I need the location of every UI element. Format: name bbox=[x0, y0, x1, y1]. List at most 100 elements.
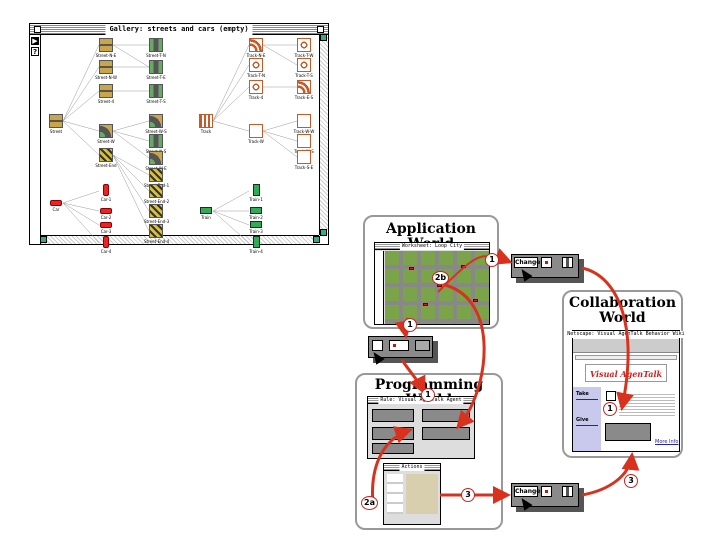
gallery-item[interactable]: Street-W bbox=[94, 124, 118, 144]
car-agent[interactable] bbox=[473, 299, 478, 302]
gallery-item[interactable]: Car-4 bbox=[94, 236, 118, 254]
gallery-item-label: Track-N-E bbox=[246, 53, 266, 58]
car-icon bbox=[50, 200, 62, 206]
step-bubble-1: 1 bbox=[485, 253, 499, 267]
gallery-item[interactable]: Street-T-N bbox=[144, 38, 168, 58]
scroll-down-icon[interactable] bbox=[320, 229, 327, 236]
fan-icon bbox=[249, 124, 263, 138]
take-links[interactable] bbox=[576, 399, 598, 409]
city-map[interactable] bbox=[385, 251, 489, 324]
shared-rule-thumbnail[interactable] bbox=[605, 423, 651, 441]
gallery-item[interactable]: Street-End-4 bbox=[144, 224, 169, 244]
rule-window-title: Rule: Visual AgenTalk Agent bbox=[378, 397, 464, 404]
gallery-item[interactable]: Street-T-E bbox=[144, 60, 168, 80]
gallery-link-line bbox=[112, 120, 150, 132]
actions-window-title: Actions bbox=[399, 464, 425, 471]
gallery-item[interactable]: Track-N-E bbox=[244, 38, 268, 58]
change-from-icon bbox=[541, 257, 552, 268]
gallery-item[interactable]: Street-T-S bbox=[144, 84, 168, 104]
gallery-item[interactable]: Track-E-S bbox=[292, 80, 316, 100]
gallery-item[interactable]: Car-2 bbox=[94, 204, 118, 220]
gallery-item[interactable]: Train-2 bbox=[244, 204, 268, 220]
dead-icon bbox=[149, 168, 163, 182]
change-action-top[interactable]: Change bbox=[511, 254, 579, 278]
gallery-item[interactable]: Car bbox=[44, 196, 68, 212]
actions-window-titlebar[interactable]: Actions bbox=[384, 464, 440, 471]
give-links[interactable] bbox=[576, 425, 598, 435]
worksheet-tool-palette[interactable] bbox=[375, 251, 384, 324]
horizontal-scrollbar[interactable] bbox=[40, 235, 320, 244]
gallery-item-label: Car-2 bbox=[100, 215, 112, 220]
gallery-item-label: Street-W bbox=[97, 139, 115, 144]
gallery-item-label: Track-E-S bbox=[294, 95, 314, 100]
gallery-item-label: Street-N-W bbox=[95, 75, 117, 80]
gallery-link-lines bbox=[62, 44, 298, 244]
gallery-titlebar[interactable]: Gallery: streets and cars (empty) bbox=[30, 24, 328, 35]
gallery-item[interactable]: Car-3 bbox=[94, 218, 118, 234]
help-tool-icon[interactable]: ? bbox=[31, 47, 39, 56]
street-icon bbox=[99, 84, 113, 98]
arrow-tool-icon[interactable]: ▶ bbox=[31, 37, 39, 45]
gallery-item[interactable]: Track-T-N bbox=[244, 58, 268, 78]
train-icon bbox=[250, 221, 262, 228]
gallery-item[interactable]: Train-4 bbox=[244, 236, 268, 254]
scroll-right-icon[interactable] bbox=[313, 236, 320, 243]
gallery-item-label: Track-W-W bbox=[293, 129, 315, 134]
change-action-bottom[interactable]: Change bbox=[511, 483, 579, 507]
gallery-item[interactable]: Track-W bbox=[244, 124, 268, 144]
loop-icon bbox=[297, 58, 311, 72]
gallery-item[interactable]: Street bbox=[44, 114, 68, 134]
car-agent[interactable] bbox=[423, 303, 428, 306]
gallery-link-line bbox=[262, 44, 298, 66]
dead-icon bbox=[149, 224, 163, 238]
gallery-link-line bbox=[62, 90, 100, 122]
rule-window-titlebar[interactable]: Rule: Visual AgenTalk Agent bbox=[368, 397, 474, 404]
rule-condition[interactable] bbox=[372, 409, 414, 422]
actions-palette[interactable] bbox=[387, 474, 403, 514]
gallery-item[interactable]: Track-T-W bbox=[292, 38, 316, 58]
gallery-item[interactable]: Street-W-S bbox=[144, 114, 168, 134]
gallery-item[interactable]: Street-End-2 bbox=[144, 184, 169, 204]
close-box-icon[interactable] bbox=[34, 26, 41, 33]
gallery-item[interactable]: Train-3 bbox=[244, 218, 268, 234]
street3-icon bbox=[149, 151, 163, 165]
rule-thumbnail-1[interactable] bbox=[368, 336, 433, 358]
gallery-item-label: Track-4 bbox=[248, 95, 264, 100]
loop-icon bbox=[297, 38, 311, 52]
step-bubble-1: 1 bbox=[421, 388, 435, 402]
behavior-thumbnail[interactable] bbox=[606, 391, 616, 401]
application-world-panel: Application World Worksheet: Loop City bbox=[363, 215, 499, 329]
gallery-item[interactable]: Car-1 bbox=[94, 184, 118, 202]
actions-list[interactable] bbox=[406, 474, 438, 514]
gallery-item[interactable]: Track-T-S bbox=[292, 58, 316, 78]
gallery-link-line bbox=[62, 202, 100, 226]
gallery-item-label: Street-W-S bbox=[145, 129, 167, 134]
car-agent[interactable] bbox=[409, 267, 414, 270]
gallery-item[interactable]: Street-End-3 bbox=[144, 204, 169, 224]
dead-icon bbox=[99, 148, 113, 162]
scroll-left-icon[interactable] bbox=[40, 236, 47, 243]
gallery-item[interactable]: Track-W-W bbox=[292, 114, 316, 134]
step-bubble-3: 3 bbox=[461, 488, 475, 502]
worksheet-titlebar[interactable]: Worksheet: Loop City bbox=[375, 243, 489, 250]
gallery-item[interactable]: Track-S-E bbox=[292, 150, 316, 170]
track-icon bbox=[199, 114, 213, 128]
gallery-item[interactable]: Street-4 bbox=[94, 84, 118, 104]
zoom-box-icon[interactable] bbox=[317, 26, 324, 33]
rule-action[interactable] bbox=[422, 427, 470, 440]
more-info-link[interactable]: More Info bbox=[655, 439, 679, 445]
gallery-item[interactable]: Track bbox=[194, 114, 218, 134]
scroll-up-icon[interactable] bbox=[320, 34, 327, 41]
gallery-item[interactable]: Street-N-W bbox=[94, 60, 118, 80]
gallery-item[interactable]: Street-End bbox=[94, 148, 118, 168]
browser-toolbar[interactable] bbox=[573, 339, 679, 353]
gallery-item[interactable]: Street-N-E bbox=[94, 38, 118, 58]
gallery-item-label: Car bbox=[52, 207, 60, 212]
browser-location-field[interactable] bbox=[575, 355, 677, 360]
gallery-item[interactable]: Track-4 bbox=[244, 80, 268, 100]
rule-condition[interactable] bbox=[372, 443, 414, 454]
gallery-item[interactable]: Train bbox=[194, 204, 218, 220]
vertical-scrollbar[interactable] bbox=[319, 34, 328, 236]
gallery-item[interactable]: Train-1 bbox=[244, 184, 268, 202]
